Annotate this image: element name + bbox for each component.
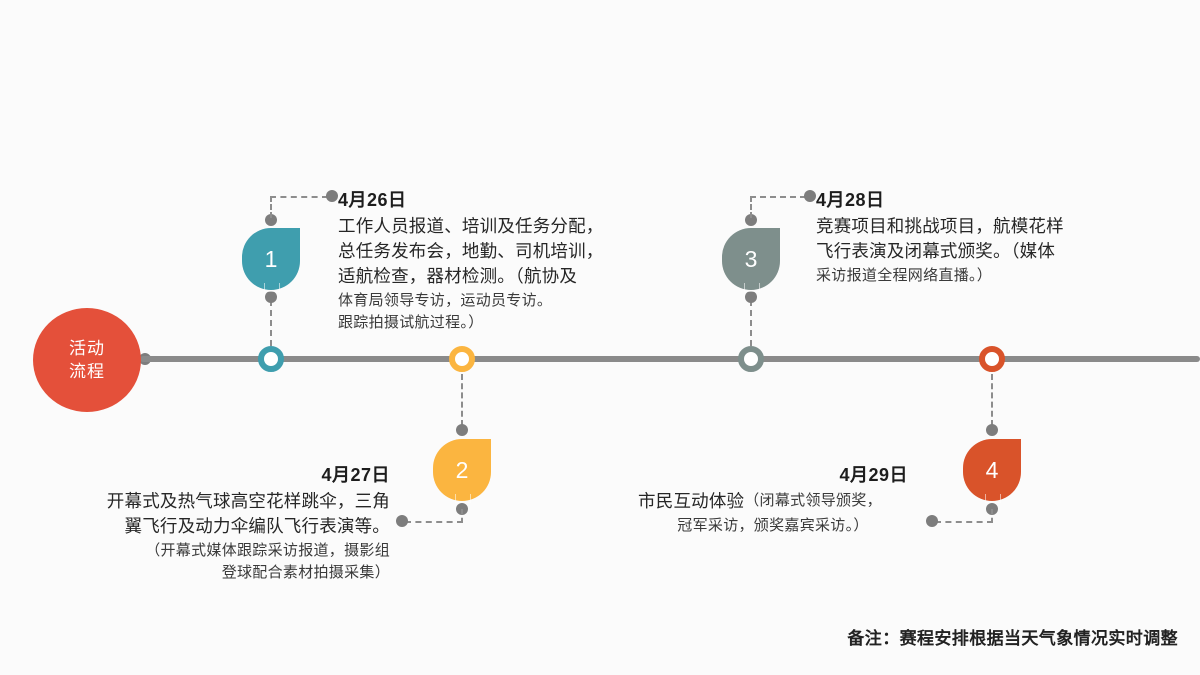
node-badge-1[interactable]: 1 xyxy=(242,228,300,292)
node-nub-icon-2 xyxy=(455,494,471,503)
node-elbow-dot-b-2 xyxy=(396,515,408,527)
node-elbow-h-3 xyxy=(750,196,806,198)
body-sub-line: 跟踪拍摄试航过程。） xyxy=(338,313,484,332)
node-elbow-v-2 xyxy=(461,509,463,523)
body-sub-1: 体育局领导专访，运动员专访。 跟踪拍摄试航过程。） xyxy=(338,289,668,334)
node-elbow-v-3 xyxy=(750,196,752,218)
node-badge-2[interactable]: 2 xyxy=(433,439,491,503)
node-nub-icon-1 xyxy=(264,283,280,292)
node-elbow-dot-b-1 xyxy=(326,190,338,202)
text-block-1: 4月26日 工作人员报道、培训及任务分配， 总任务发布会，地勤、司机培训， 适航… xyxy=(338,186,668,334)
body-main-line: 飞行表演及闭幕式颁奖。（媒体 xyxy=(816,240,1056,261)
body-row-4: 市民互动体验 （闭幕式领导颁奖， xyxy=(600,489,920,514)
body-sub-line: （开幕式媒体跟踪采访报道，摄影组 xyxy=(145,540,390,559)
body-main-1: 工作人员报道、培训及任务分配， 总任务发布会，地勤、司机培训， 适航检查，器材检… xyxy=(338,214,668,289)
node-number-1: 1 xyxy=(264,245,278,272)
timeline-axis xyxy=(140,356,1200,362)
date-label-2: 4月27日 xyxy=(321,465,390,485)
text-block-3: 4月28日 竞赛项目和挑战项目，航模花样 飞行表演及闭幕式颁奖。（媒体 采访报道… xyxy=(816,186,1136,286)
node-elbow-dot-b-3 xyxy=(804,190,816,202)
node-elbow-dot-b-4 xyxy=(926,515,938,527)
node-nub-icon-3 xyxy=(744,283,760,292)
node-elbow-v-4 xyxy=(991,509,993,523)
node-badge-4[interactable]: 4 xyxy=(963,439,1021,503)
node-stem-4 xyxy=(991,374,993,426)
date-label-3: 4月28日 xyxy=(816,190,885,210)
node-stem-2 xyxy=(461,374,463,426)
text-block-4: 4月29日 市民互动体验 （闭幕式领导颁奖， 冠军采访，颁奖嘉宾采访。） xyxy=(600,461,920,536)
node-elbow-h-4 xyxy=(935,521,993,523)
node-number-3: 3 xyxy=(744,245,758,272)
footnote: 备注：赛程安排根据当天气象情况实时调整 xyxy=(847,629,1178,648)
node-ring-1[interactable] xyxy=(258,346,284,372)
node-elbow-dot-a-3 xyxy=(745,214,757,226)
node-number-4: 4 xyxy=(985,456,999,483)
body-main-2: 开幕式及热气球高空花样跳伞，三角 翼飞行及动力伞编队飞行表演等。 xyxy=(40,489,390,539)
node-stem-dot-4 xyxy=(986,424,998,436)
body-main-3: 竞赛项目和挑战项目，航模花样 飞行表演及闭幕式颁奖。（媒体 xyxy=(816,214,1136,264)
node-number-2: 2 xyxy=(455,456,469,483)
node-stem-1 xyxy=(270,300,272,346)
body-sub-4-second: 冠军采访，颁奖嘉宾采访。） xyxy=(677,515,869,534)
body-main-line: 适航检查，器材检测。（航协及 xyxy=(338,265,578,286)
node-stem-dot-1 xyxy=(265,291,277,303)
node-ring-2[interactable] xyxy=(449,346,475,372)
node-badge-3[interactable]: 3 xyxy=(722,228,780,292)
node-elbow-h-2 xyxy=(405,521,463,523)
node-ring-3[interactable] xyxy=(738,346,764,372)
body-main-line: 翼飞行及动力伞编队飞行表演等。 xyxy=(124,515,390,536)
body-main-line: 竞赛项目和挑战项目，航模花样 xyxy=(816,216,1064,236)
node-stem-3 xyxy=(750,300,752,346)
node-elbow-dot-a-1 xyxy=(265,214,277,226)
body-sub-line: 采访报道全程网络直播。） xyxy=(816,265,993,284)
date-label-1: 4月26日 xyxy=(338,190,407,210)
body-main-line: 工作人员报道、培训及任务分配， xyxy=(338,216,604,236)
body-sub-line: 登球配合素材拍摄采集） xyxy=(221,563,390,582)
node-elbow-h-1 xyxy=(270,196,328,198)
node-nub-icon-4 xyxy=(985,494,1001,503)
body-main-4: 市民互动体验 xyxy=(638,491,745,511)
body-main-line: 开幕式及热气球高空花样跳伞，三角 xyxy=(106,491,390,511)
body-sub-3: 采访报道全程网络直播。） xyxy=(816,264,1136,287)
node-stem-dot-2 xyxy=(456,424,468,436)
node-elbow-v-1 xyxy=(270,196,272,218)
node-ring-4[interactable] xyxy=(979,346,1005,372)
body-sub-2: （开幕式媒体跟踪采访报道，摄影组 登球配合素材拍摄采集） xyxy=(40,539,390,584)
date-label-4: 4月29日 xyxy=(839,465,908,485)
text-block-2: 4月27日 开幕式及热气球高空花样跳伞，三角 翼飞行及动力伞编队飞行表演等。 （… xyxy=(40,461,390,584)
node-stem-dot-3 xyxy=(745,291,757,303)
start-label-line1: 活动 xyxy=(69,338,105,358)
body-sub-4-first: （闭幕式领导颁奖， xyxy=(744,491,882,509)
body-sub-line: 体育局领导专访，运动员专访。 xyxy=(338,290,553,309)
start-label-line2: 流程 xyxy=(69,362,105,381)
start-circle[interactable]: 活动 流程 xyxy=(33,308,141,412)
body-main-line: 总任务发布会，地勤、司机培训， xyxy=(338,240,604,261)
